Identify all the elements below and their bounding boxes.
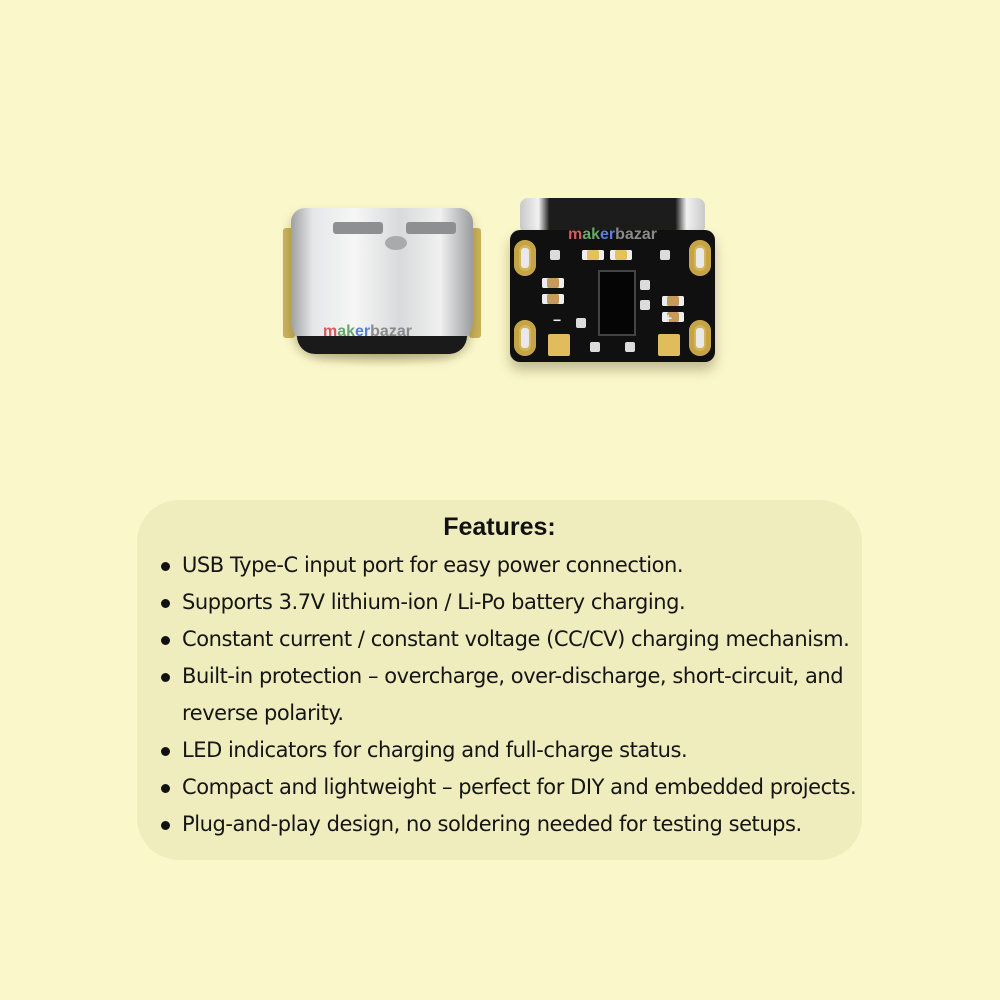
features-title: Features: [443, 513, 556, 541]
feature-item: Constant current / constant voltage (CC/… [161, 621, 862, 658]
feature-item: Supports 3.7V lithium-ion / Li-Po batter… [161, 584, 862, 621]
bullet-icon [161, 673, 170, 682]
feature-item: LED indicators for charging and full-cha… [161, 732, 862, 769]
charging-module-pcb-photo: − + makerbazar [510, 198, 715, 363]
features-panel: Features: USB Type-C input port for easy… [137, 500, 862, 860]
plus-sign: + [664, 310, 673, 326]
bullet-icon [161, 747, 170, 756]
features-list: USB Type-C input port for easy power con… [137, 547, 862, 843]
watermark-logo: makerbazar [323, 323, 412, 340]
product-image: makerbazar − + [0, 0, 1000, 460]
usb-c-connector-photo: makerbazar [283, 208, 481, 368]
feature-item: Compact and lightweight – perfect for DI… [161, 769, 862, 806]
feature-item: Built-in protection – overcharge, over-d… [161, 658, 862, 732]
bullet-icon [161, 562, 170, 571]
bullet-icon [161, 636, 170, 645]
bullet-icon [161, 784, 170, 793]
feature-item: Plug-and-play design, no soldering neede… [161, 806, 862, 843]
feature-item: USB Type-C input port for easy power con… [161, 547, 862, 584]
minus-sign: − [553, 312, 562, 328]
bullet-icon [161, 821, 170, 830]
bullet-icon [161, 599, 170, 608]
watermark-logo: makerbazar [568, 226, 657, 243]
